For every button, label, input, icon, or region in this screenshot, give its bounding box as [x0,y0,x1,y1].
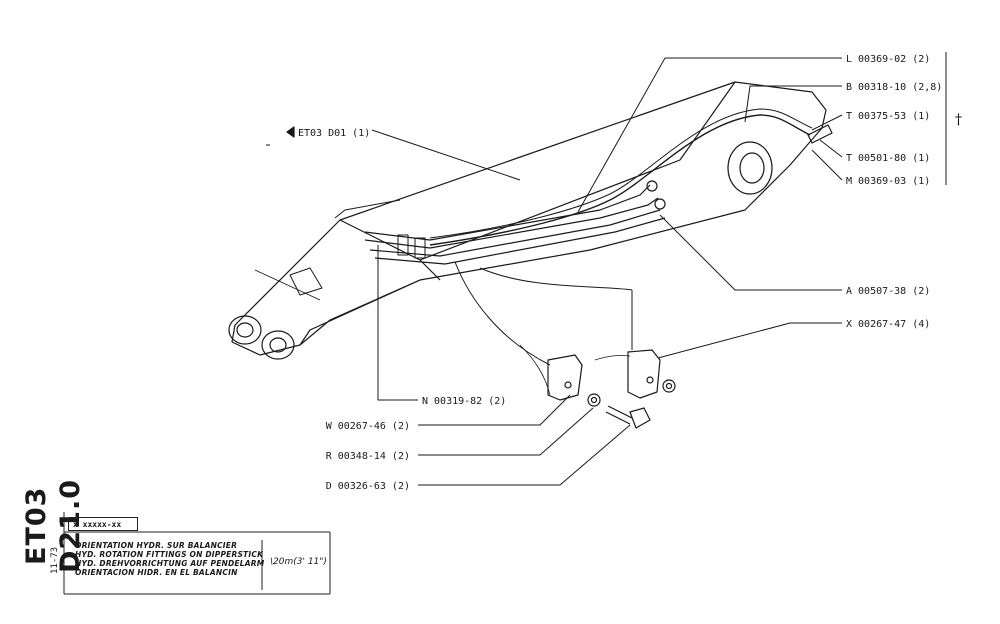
reference-code-box: x xxxxx-xx [68,517,138,531]
part-n-label: N 00319-82 (2) [422,396,506,407]
clamp-x [627,349,661,399]
part-w-label: W 00267-46 (2) [326,421,410,432]
dagger-mark: † [955,112,962,128]
part-r-label: R 00348-14 (2) [326,451,410,462]
title-fr: ORIENTATION HYDR. SUR BALANCIER [75,541,238,550]
title-block [63,512,331,595]
cross-ref-label: ET03 D01 (1) [298,128,370,139]
part-t2-label: T 00501-80 (1) [846,153,930,164]
sheet-code: ET03 D21.0 [21,478,86,574]
washer-r [587,379,676,407]
leader-lines [371,57,843,486]
clamp-w [547,354,583,401]
part-a-label: A 00507-38 (2) [846,286,930,297]
part-m-label: M 00369-03 (1) [846,176,930,187]
part-l-label: L 00369-02 (2) [846,54,930,65]
title-es: ORIENTACION HIDR. EN EL BALANCIN [75,568,238,577]
dipperstick-arm [228,81,827,360]
sheet-date: 11-73 [50,546,60,574]
title-lines: ORIENTATION HYDR. SUR BALANCIER HYD. ROT… [75,541,265,577]
part-d-label: D 00326-63 (2) [326,481,410,492]
title-de: HYD. DREHVORRICHTUNG AUF PENDELARM [75,559,265,568]
part-b-label: B 00318-10 (2,8) [846,82,942,93]
bolt-d [605,405,651,429]
part-t1-label: T 00375-53 (1) [846,111,930,122]
hydraulic-tubes [364,108,833,265]
title-en: HYD. ROTATION FITTINGS ON DIPPERSTICK [75,550,264,559]
size-note: \20m(3' 11") [270,557,327,567]
part-x-label: X 00267-47 (4) [846,319,930,330]
